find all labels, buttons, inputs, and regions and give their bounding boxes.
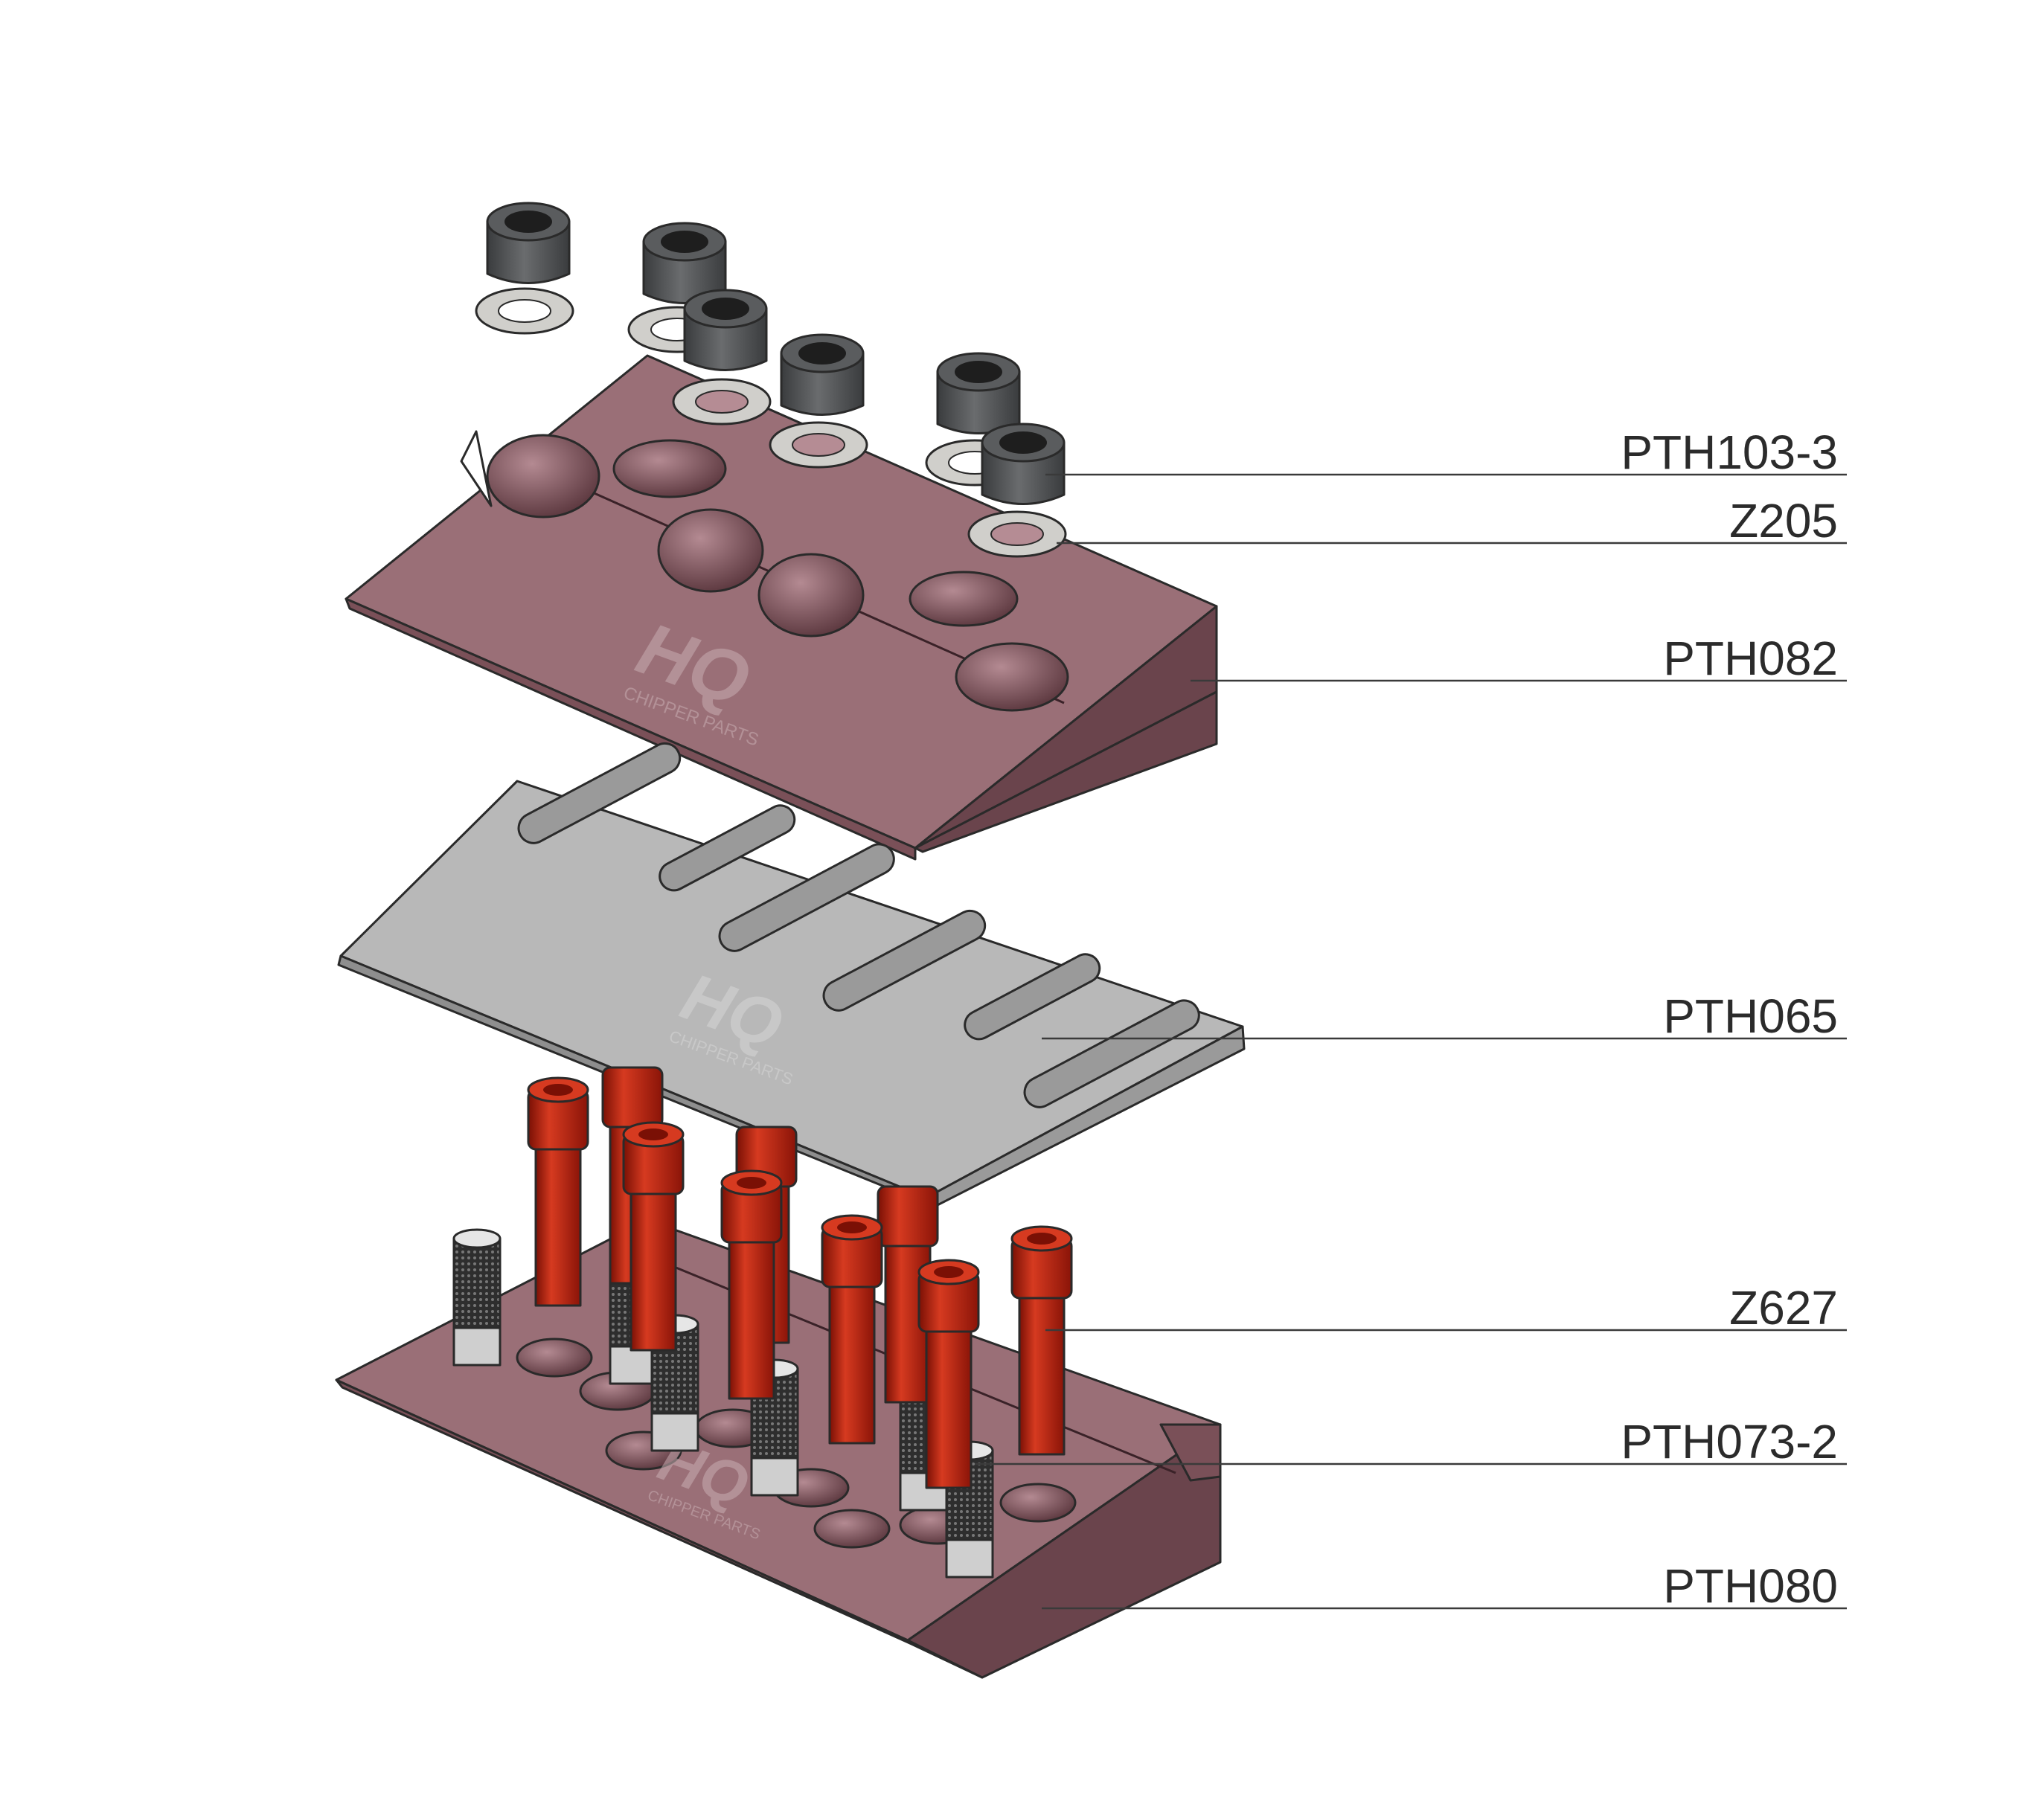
- pin: [750, 1358, 799, 1497]
- washer: [672, 378, 772, 426]
- washer: [475, 287, 574, 335]
- top-clamp-pth082: [345, 354, 1218, 861]
- callout-pth065: PTH065: [1042, 989, 1847, 1043]
- pin: [452, 1228, 502, 1367]
- callout-z205: Z205: [1057, 494, 1847, 548]
- washer: [967, 510, 1067, 558]
- callout-label-pth065: PTH065: [1663, 989, 1838, 1043]
- callout-pth080: PTH080: [1042, 1559, 1847, 1613]
- socket-bolts-z627: [527, 1066, 1073, 1489]
- nuts-pth103-3: [486, 202, 1066, 505]
- nut: [642, 222, 727, 304]
- nut: [780, 333, 865, 416]
- bolt: [1010, 1225, 1073, 1456]
- callout-label-pth073-2: PTH073-2: [1621, 1415, 1838, 1468]
- washer: [769, 421, 868, 469]
- nut: [936, 352, 1021, 434]
- nut: [486, 202, 571, 284]
- callout-label-z205: Z205: [1729, 494, 1838, 548]
- nut: [683, 289, 768, 371]
- bolt: [720, 1169, 783, 1400]
- callout-label-pth103-3: PTH103-3: [1621, 426, 1838, 479]
- bolt: [821, 1214, 883, 1445]
- bolt: [622, 1121, 685, 1352]
- nut: [981, 423, 1066, 505]
- callout-z627: Z627: [1045, 1281, 1847, 1335]
- callout-pth103-3: PTH103-3: [1045, 426, 1847, 479]
- bolt: [527, 1076, 589, 1307]
- callout-pth082: PTH082: [1191, 632, 1847, 685]
- bolt: [917, 1259, 980, 1489]
- callout-label-z627: Z627: [1729, 1281, 1838, 1335]
- callout-label-pth080: PTH080: [1663, 1559, 1838, 1613]
- callout-label-pth082: PTH082: [1663, 632, 1838, 685]
- callout-pth073-2: PTH073-2: [975, 1415, 1847, 1468]
- callouts: PTH103-3 Z205 PTH082 PTH065 Z627 PTH073-…: [975, 426, 1847, 1613]
